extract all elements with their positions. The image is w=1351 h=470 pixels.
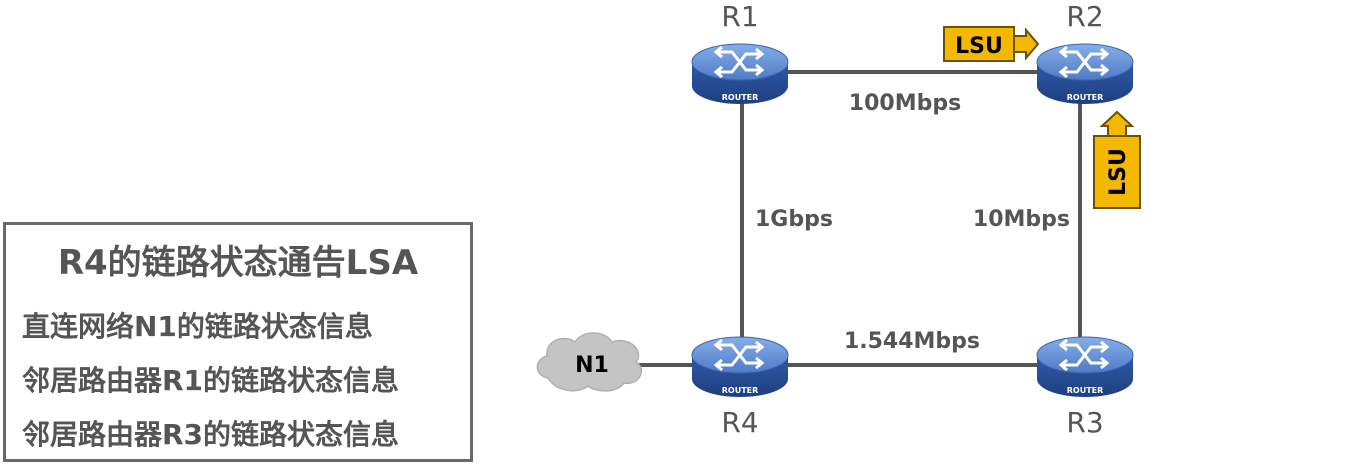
- link-label-r4-r3: 1.544Mbps: [844, 329, 980, 354]
- lsa-item: 邻居路由器R3的链路状态信息: [22, 418, 400, 451]
- link-label-r2-r3: 10Mbps: [973, 207, 1070, 232]
- router-r3-label: R3: [1066, 406, 1103, 439]
- router-r1-label: R1: [721, 0, 758, 33]
- arrow-up-icon: [1099, 110, 1135, 137]
- lsa-panel: R4的链路状态通告LSA 直连网络N1的链路状态信息 邻居路由器R1的链路状态信…: [3, 222, 473, 462]
- router-badge: ROUTER: [722, 93, 759, 102]
- router-r1: ROUTER: [691, 43, 789, 104]
- router-r2-label: R2: [1066, 0, 1103, 33]
- lsa-item: 邻居路由器R1的链路状态信息: [22, 364, 400, 397]
- router-arrows-icon: [713, 338, 765, 372]
- router-arrows-icon: [1058, 45, 1110, 79]
- lsu-packet-horizontal: LSU: [943, 26, 1040, 62]
- arrow-right-icon: [1013, 27, 1040, 61]
- lsu-label: LSU: [955, 34, 1003, 59]
- lsu-label: LSU: [1106, 148, 1131, 196]
- lsa-panel-title: R4的链路状态通告LSA: [57, 243, 419, 283]
- router-arrows-icon: [713, 45, 765, 79]
- router-badge: ROUTER: [722, 386, 759, 395]
- link-label-r1-r2: 100Mbps: [849, 91, 961, 116]
- router-r2: ROUTER: [1036, 43, 1134, 104]
- network-n1-cloud: N1: [536, 332, 642, 392]
- network-n1-label: N1: [575, 353, 609, 378]
- router-badge: ROUTER: [1067, 93, 1104, 102]
- router-badge: ROUTER: [1067, 386, 1104, 395]
- lsa-item: 直连网络N1的链路状态信息: [22, 310, 373, 343]
- router-r3: ROUTER: [1036, 336, 1134, 397]
- router-arrows-icon: [1058, 338, 1110, 372]
- router-r4-label: R4: [721, 406, 758, 439]
- router-r4: ROUTER: [691, 336, 789, 397]
- lsu-packet-vertical: LSU: [1093, 110, 1141, 209]
- link-label-r1-r4: 1Gbps: [755, 207, 833, 232]
